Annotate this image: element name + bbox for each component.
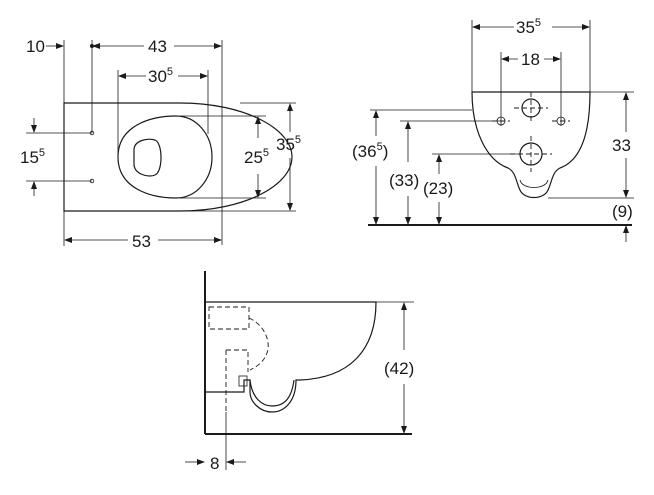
bowl-interior xyxy=(249,379,295,407)
bowl-opening xyxy=(133,138,162,177)
outlet-curve xyxy=(519,179,549,188)
dim-53: 53 xyxy=(132,232,151,251)
dim-36-5: (365) xyxy=(352,141,388,161)
dim-42: (42) xyxy=(384,359,414,378)
dim-15-5: 155 xyxy=(20,147,45,167)
hidden-drain xyxy=(225,349,249,412)
outlet-stub xyxy=(238,375,248,387)
dim-30-5: 305 xyxy=(148,66,173,86)
dim-33: 33 xyxy=(612,136,631,155)
top-view: 10 43 305 155 xyxy=(20,36,301,251)
dim-43: 43 xyxy=(148,37,167,56)
dim-33-inner: (33) xyxy=(389,171,419,190)
seat-outline xyxy=(117,115,213,199)
side-view: (42) 8 xyxy=(185,271,414,473)
dim-23: (23) xyxy=(423,179,453,198)
dim-35-5: 355 xyxy=(276,134,301,154)
dim-8: 8 xyxy=(210,454,219,473)
top-view-outline xyxy=(63,102,293,212)
dim-18: 18 xyxy=(521,50,540,69)
front-view: 355 18 (365) (33) xyxy=(352,16,634,242)
front-view-outline xyxy=(471,91,591,199)
dim-10: 10 xyxy=(26,37,45,56)
dim-9: (9) xyxy=(612,202,633,221)
dim-front-35-5: 355 xyxy=(516,17,541,37)
side-view-outline xyxy=(205,301,377,413)
dim-25-5: 255 xyxy=(244,147,269,167)
hidden-flush-channel xyxy=(248,317,269,371)
inlet-recess xyxy=(208,306,250,330)
